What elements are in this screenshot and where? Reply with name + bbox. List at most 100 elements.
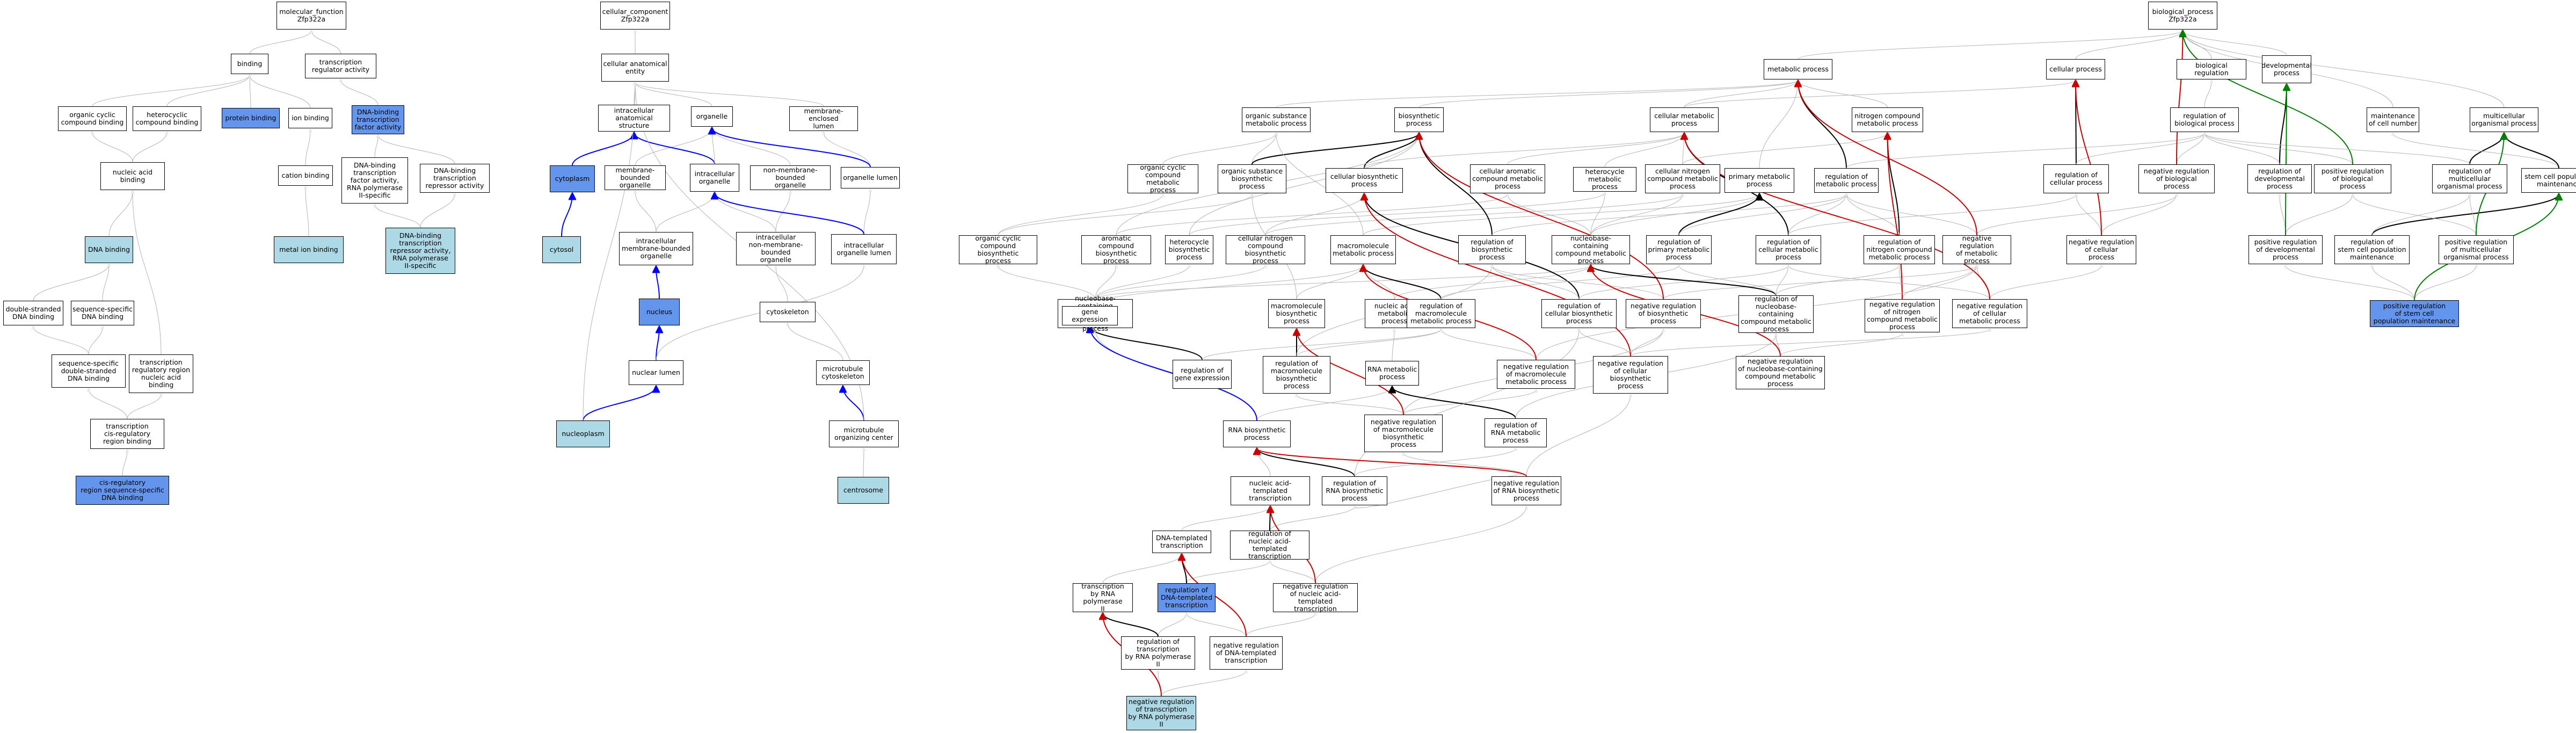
- go-term-dbtra[interactable]: DNA-binding transcription repressor acti…: [420, 164, 490, 193]
- go-term-mtoc[interactable]: microtubule organizing center: [829, 420, 899, 447]
- go-term-rmmp[interactable]: regulation of macromolecule metabolic pr…: [1407, 299, 1475, 328]
- go-term-rrnabp[interactable]: regulation of RNA biosynthetic process: [1322, 476, 1387, 505]
- go-term-cacmp[interactable]: cellular aromatic compound metabolic pro…: [1470, 164, 1545, 193]
- go-term-rpmp[interactable]: regulation of primary metabolic process: [1646, 235, 1712, 264]
- go-term-rnatt[interactable]: regulation of nucleic acid-templated tra…: [1230, 530, 1309, 560]
- go-term-trrna[interactable]: transcription regulatory region nucleic …: [129, 354, 193, 393]
- go-term-ssdna[interactable]: sequence-specific DNA binding: [71, 301, 134, 325]
- go-term-cytosol[interactable]: cytosol: [542, 236, 581, 263]
- go-term-mmp[interactable]: macromolecule metabolic process: [1330, 235, 1396, 264]
- go-term-hcb[interactable]: heterocyclic compound binding: [133, 106, 201, 131]
- go-term-rcmp[interactable]: regulation of cellular metabolic process: [1756, 235, 1821, 264]
- go-term-ocbp[interactable]: organic cyclic compound biosynthetic pro…: [959, 235, 1037, 265]
- go-term-organelle[interactable]: organelle: [691, 106, 733, 127]
- go-term-rnabp[interactable]: RNA biosynthetic process: [1223, 420, 1291, 447]
- go-term-nrcbp[interactable]: negative regulation of cellular biosynth…: [1593, 356, 1668, 394]
- go-term-ncbmp[interactable]: nucleobase-containing compound metabolic…: [1552, 235, 1630, 265]
- go-term-rmbp[interactable]: regulation of macromolecule biosynthetic…: [1263, 356, 1330, 394]
- go-term-nlumen[interactable]: nuclear lumen: [629, 360, 683, 385]
- go-term-tpol2[interactable]: transcription by RNA polymerase II: [1073, 583, 1133, 613]
- go-term-rbiop[interactable]: regulation of biosynthetic process: [1458, 235, 1526, 264]
- go-term-rge[interactable]: regulation of gene expression: [1173, 360, 1232, 389]
- go-term-rmp[interactable]: regulation of metabolic process: [1814, 168, 1879, 193]
- go-term-ionb[interactable]: ion binding: [288, 108, 332, 128]
- go-term-nmbo[interactable]: non-membrane-bounded organelle: [750, 165, 831, 190]
- go-term-prdp[interactable]: positive regulation of developmental pro…: [2248, 235, 2323, 264]
- go-term-cytoskeleton[interactable]: cytoskeleton: [760, 302, 816, 322]
- go-term-dbtrapol[interactable]: DNA-binding transcription repressor acti…: [385, 228, 455, 274]
- go-term-dtt[interactable]: DNA-templated transcription: [1152, 531, 1211, 553]
- go-term-scpm[interactable]: stem cell population maintenance: [2521, 168, 2576, 193]
- go-term-hmp[interactable]: heterocycle metabolic process: [1573, 167, 1636, 192]
- go-term-hbp[interactable]: heterocycle biosynthetic process: [1165, 235, 1213, 264]
- go-term-osbp[interactable]: organic substance biosynthetic process: [1218, 164, 1286, 193]
- go-term-ocb[interactable]: organic cyclic compound binding: [58, 106, 127, 131]
- go-term-osmp[interactable]: organic substance metabolic process: [1242, 107, 1311, 132]
- go-term-natt[interactable]: nucleic acid-templated transcription: [1231, 476, 1310, 505]
- go-term-ncmp[interactable]: nitrogen compound metabolic process: [1852, 107, 1923, 132]
- go-term-nrnatt[interactable]: negative regulation of nucleic acid-temp…: [1273, 583, 1358, 613]
- go-term-metab[interactable]: metabolic process: [1764, 59, 1832, 79]
- go-term-dsdna[interactable]: double-stranded DNA binding: [3, 301, 63, 325]
- go-term-rbp[interactable]: regulation of biological process: [2170, 107, 2239, 132]
- go-term-nrcmp[interactable]: negative regulation of cellular metaboli…: [1952, 299, 2027, 328]
- go-term-mtcsk[interactable]: microtubule cytoskeleton: [816, 360, 870, 385]
- go-term-nrmp[interactable]: negative regulation of metabolic process: [1942, 235, 2011, 265]
- go-term-cae[interactable]: cellular anatomical entity: [601, 54, 669, 82]
- go-term-dbtfapol[interactable]: DNA-binding transcription factor activit…: [341, 157, 408, 204]
- go-term-nab[interactable]: nucleic acid binding: [100, 162, 165, 190]
- go-term-iol[interactable]: intracellular organelle lumen: [831, 234, 897, 264]
- go-term-nucleoplasm[interactable]: nucleoplasm: [556, 420, 610, 447]
- go-term-cmp[interactable]: cellular metabolic process: [1650, 107, 1719, 132]
- go-term-pscpm[interactable]: positive regulation of stem cell populat…: [2370, 300, 2459, 327]
- go-term-bioreg[interactable]: biological regulation: [2177, 59, 2246, 79]
- go-term-dnab[interactable]: DNA binding: [85, 236, 133, 263]
- go-term-nrcp[interactable]: negative regulation of cellular process: [2066, 235, 2136, 264]
- go-term-nrbp[interactable]: negative regulation of biological proces…: [2138, 164, 2215, 193]
- go-term-binding[interactable]: binding: [231, 54, 268, 74]
- go-term-pmp[interactable]: primary metabolic process: [1724, 168, 1794, 193]
- go-term-protb[interactable]: protein binding: [222, 108, 280, 128]
- go-term-prbp[interactable]: positive regulation of biological proces…: [2314, 164, 2391, 193]
- go-term-rncmp[interactable]: regulation of nitrogen compound metaboli…: [1864, 235, 1935, 264]
- go-term-devp[interactable]: developmental process: [2261, 55, 2312, 83]
- go-term-ssds[interactable]: sequence-specific double-stranded DNA bi…: [52, 354, 126, 388]
- go-term-nrmbp[interactable]: negative regulation of macromolecule bio…: [1364, 415, 1443, 452]
- go-term-metalb[interactable]: metal ion binding: [274, 236, 344, 263]
- go-term-rtpol2[interactable]: regulation of transcription by RNA polym…: [1121, 636, 1195, 670]
- go-term-inmbo[interactable]: intracellular non-membrane-bounded organ…: [736, 232, 816, 265]
- go-term-rnamp[interactable]: RNA metabolic process: [1365, 361, 1419, 386]
- go-term-nrdtt[interactable]: negative regulation of DNA-templated tra…: [1210, 636, 1283, 670]
- go-term-gexp[interactable]: gene expression: [1062, 306, 1118, 325]
- go-term-cncmp[interactable]: cellular nitrogen compound metabolic pro…: [1645, 164, 1720, 193]
- go-term-cc[interactable]: cellular_component Zfp322a: [600, 2, 670, 30]
- go-term-ocmp[interactable]: organic cyclic compound metabolic proces…: [1127, 164, 1198, 194]
- go-term-mop[interactable]: multicellular organismal process: [2470, 107, 2538, 132]
- go-term-rrnamp[interactable]: regulation of RNA metabolic process: [1485, 418, 1547, 447]
- go-term-rcp[interactable]: regulation of cellular process: [2043, 164, 2109, 193]
- go-term-rcbp[interactable]: regulation of cellular biosynthetic proc…: [1541, 299, 1617, 328]
- go-term-mbiop[interactable]: macromolecule biosynthetic process: [1268, 299, 1325, 328]
- go-term-nrrnabp[interactable]: negative regulation of RNA biosynthetic …: [1491, 476, 1561, 505]
- go-term-mel[interactable]: membrane-enclosed lumen: [789, 106, 858, 131]
- go-term-nrncbmp[interactable]: negative regulation of nucleobase-contai…: [1736, 356, 1825, 389]
- go-term-acbp[interactable]: aromatic compound biosynthetic process: [1081, 235, 1151, 265]
- go-term-mcn[interactable]: maintenance of cell number: [2367, 107, 2419, 132]
- go-term-rdp[interactable]: regulation of developmental process: [2247, 164, 2312, 193]
- go-term-io[interactable]: intracellular organelle: [690, 164, 739, 192]
- go-term-cbp[interactable]: cellular biosynthetic process: [1326, 168, 1403, 193]
- go-term-catb[interactable]: cation binding: [278, 165, 333, 186]
- go-term-nucleus[interactable]: nucleus: [639, 299, 680, 325]
- go-term-imbo[interactable]: intracellular membrane-bounded organelle: [619, 232, 693, 265]
- go-term-cellp[interactable]: cellular process: [2046, 59, 2105, 79]
- go-term-cncbp[interactable]: cellular nitrogen compound biosynthetic …: [1226, 235, 1305, 265]
- go-term-rmop[interactable]: regulation of multicellular organismal p…: [2432, 164, 2507, 193]
- go-term-centrosome[interactable]: centrosome: [838, 477, 889, 504]
- go-term-rncbmp[interactable]: regulation of nucleobase-containing comp…: [1738, 295, 1814, 333]
- go-term-cytoplasm[interactable]: cytoplasm: [550, 165, 595, 192]
- go-term-ol[interactable]: organelle lumen: [841, 167, 900, 188]
- go-term-nrncmp[interactable]: negative regulation of nitrogen compound…: [1865, 299, 1940, 332]
- go-term-rdtt[interactable]: regulation of DNA-templated transcriptio…: [1158, 583, 1216, 612]
- go-term-tra[interactable]: transcription regulator activity: [305, 54, 376, 78]
- go-term-mf[interactable]: molecular_function Zfp322a: [276, 2, 346, 30]
